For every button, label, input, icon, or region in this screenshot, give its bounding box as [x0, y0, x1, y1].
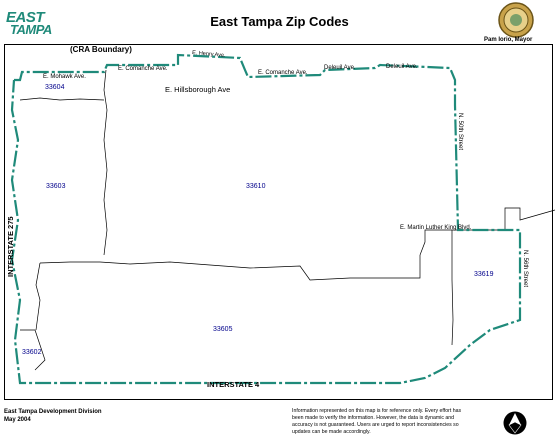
boundary-west-edge — [35, 262, 41, 331]
footer-organization: East Tampa Development Division — [4, 409, 102, 415]
street-deleuil-2: Deleuil Ave. — [386, 64, 418, 70]
boundary-33610-33605 — [39, 255, 421, 281]
street-henry: E. Henry Ave. — [192, 50, 226, 59]
street-comanche-east: E. Comanche Ave. — [258, 70, 308, 76]
logo-text-east: EAST — [6, 9, 45, 26]
boundary-33602 — [20, 329, 46, 371]
highway-i275: INTERSTATE 275 — [6, 216, 15, 277]
zip-label: 33603 — [46, 183, 66, 190]
zip-label: 33610 — [246, 183, 266, 190]
street-hillsborough: E. Hillsborough Ave — [165, 85, 230, 94]
zip-label: 33619 — [474, 271, 494, 278]
street-mlk: E. Martin Luther King Blvd. — [400, 225, 472, 231]
map-title: East Tampa Zip Codes — [210, 14, 349, 29]
street-comanche-west: E. Comanche Ave. — [118, 66, 168, 72]
boundary-33603-33610 — [103, 69, 108, 256]
logo-text-tampa: TAMPA — [10, 22, 52, 37]
map-frame — [4, 44, 553, 400]
cra-boundary-line — [10, 53, 522, 385]
highway-i4: INTERSTATE 4 — [207, 380, 260, 389]
zip-label: 33604 — [45, 84, 65, 91]
street-56th: N. 56th Street — [522, 250, 528, 287]
street-deleuil-1: Deleuil Ave. — [324, 65, 356, 71]
footer-date: May 2004 — [4, 417, 31, 423]
zip-boundaries — [19, 69, 556, 371]
boundary-33604-33603 — [19, 97, 105, 101]
cra-boundary-label: (CRA Boundary) — [70, 45, 132, 54]
zip-labels: 33604 33603 33610 33619 33605 33602 — [22, 84, 494, 356]
zip-label: 33602 — [22, 349, 42, 356]
disclaimer-text: Information represented on this map is f… — [292, 408, 462, 435]
boundary-33610-east — [419, 207, 556, 256]
north-arrow-icon — [503, 411, 527, 435]
street-mohawk: E. Mohawk Ave. — [43, 74, 86, 80]
zip-label: 33605 — [213, 326, 233, 333]
city-seal-icon — [498, 2, 534, 38]
mayor-name: Pam Iorio, Mayor — [484, 37, 533, 43]
boundary-33619-west — [451, 230, 454, 346]
street-50th: N. 50th Street — [457, 113, 463, 150]
